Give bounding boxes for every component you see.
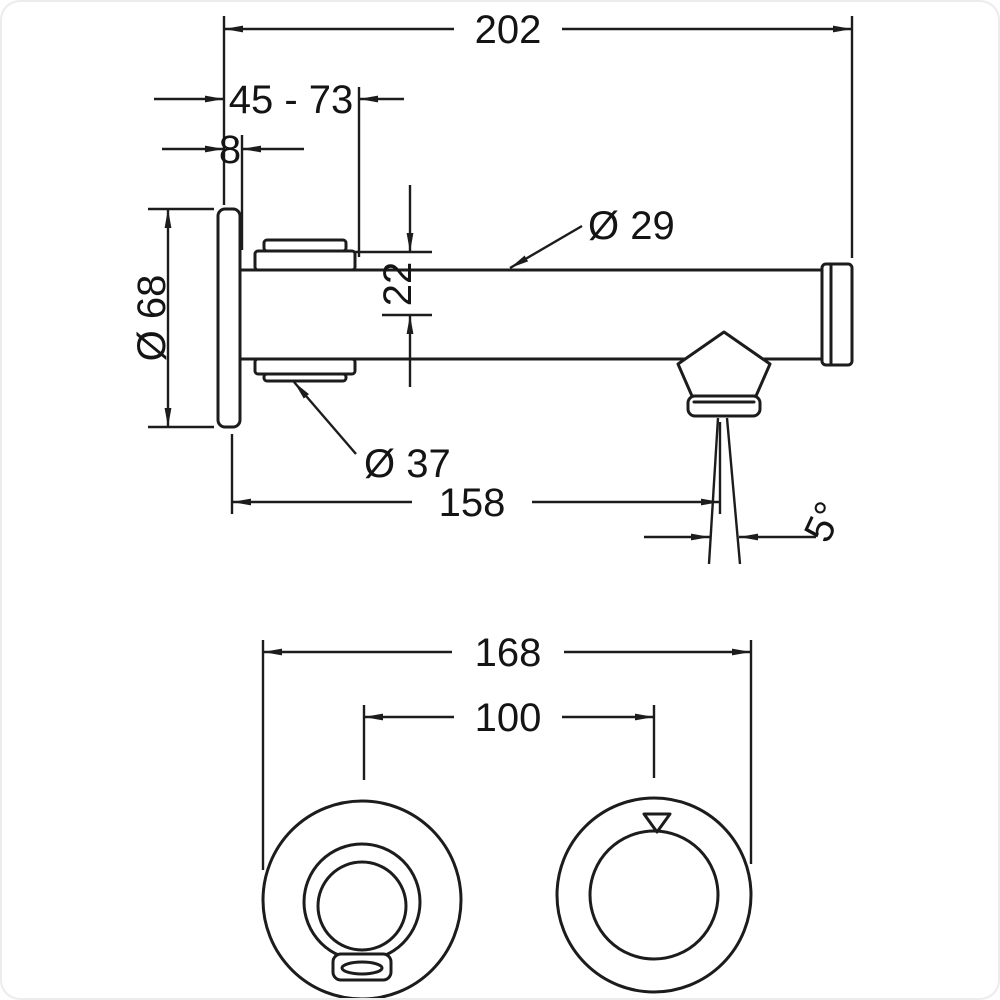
side-view: 202 45 - 73 8 Ø 29 22 — [130, 8, 854, 565]
upper-sleeve-flange — [253, 249, 357, 272]
dim-axis-offset: 22 — [354, 185, 432, 387]
aerator — [686, 394, 762, 418]
spout-outlet — [676, 330, 772, 398]
dim-centers-distance: 100 — [362, 696, 656, 780]
dim-installation-depth: 45 - 73 — [154, 78, 404, 257]
dim-label-d37: Ø 37 — [364, 442, 451, 486]
dim-collar-diameter: Ø 37 — [293, 381, 451, 486]
dim-label-158: 158 — [439, 481, 506, 525]
dim-label-45-73: 45 - 73 — [229, 78, 354, 122]
dim-label-22: 22 — [376, 262, 420, 307]
handle-lip-detail — [340, 960, 384, 976]
lower-sleeve-flange — [253, 357, 357, 376]
spout-escutcheon-front — [555, 796, 753, 994]
dim-label-5deg: 5° — [796, 495, 852, 548]
dim-label-8: 8 — [219, 128, 241, 172]
lower-sleeve-bottom — [262, 372, 348, 383]
dim-label-202: 202 — [475, 8, 542, 52]
dim-label-100: 100 — [475, 696, 542, 740]
dim-label-d29: Ø 29 — [588, 204, 675, 248]
dim-escutcheon-diameter: Ø 68 — [130, 207, 214, 429]
right-inner-circle — [588, 829, 720, 961]
dim-spray-angle: 5° — [644, 495, 852, 549]
handle-escutcheon-front — [261, 799, 463, 998]
upper-sleeve-top — [262, 238, 348, 253]
dim-label-d68: Ø 68 — [130, 275, 174, 362]
index-notch — [642, 812, 672, 834]
dim-spout-diameter: Ø 29 — [509, 204, 675, 270]
water-stream — [707, 417, 742, 565]
dim-overall-length: 202 — [222, 8, 854, 258]
dim-overall-width: 168 — [261, 631, 753, 870]
dim-wall-offset: 8 — [162, 128, 304, 250]
front-view: 168 100 — [261, 631, 753, 998]
dim-spout-reach: 158 — [230, 422, 722, 525]
dim-label-168: 168 — [475, 631, 542, 675]
handle-inner — [316, 860, 408, 952]
spout-end-cap — [820, 262, 854, 367]
wall-plate-side — [216, 207, 242, 429]
